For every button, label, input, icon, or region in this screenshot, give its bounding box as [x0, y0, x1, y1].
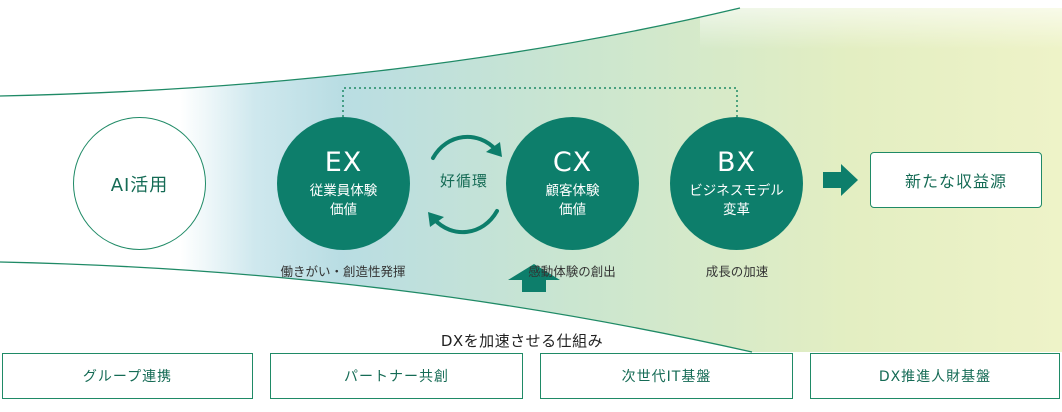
arrow-right-icon	[823, 164, 858, 196]
bx-line2: 変革	[723, 201, 750, 218]
pillar-label: グループ連携	[82, 369, 173, 385]
ex-circle: EX 従業員体験 価値	[277, 117, 410, 250]
bx-line1: ビジネスモデル	[689, 182, 784, 199]
cx-caption: 感動体験の創出	[528, 264, 616, 279]
mechanisms-label: DXを加速させる仕組み	[440, 332, 604, 350]
arrow-up-icon	[508, 264, 560, 292]
circular-arrows-icon	[431, 134, 499, 235]
pillar-label: パートナー共創	[344, 369, 449, 385]
funnel-top-edge	[0, 7, 741, 97]
bx-circle: BX ビジネスモデル 変革	[670, 117, 803, 250]
result-label: 新たな収益源	[904, 172, 1007, 191]
ex-caption: 働きがい・創造性発揮	[280, 264, 406, 279]
ex-line1: 従業員体験	[309, 182, 378, 199]
pillar-partner-cocreation: パートナー共創	[270, 353, 523, 399]
cycle-label: 好循環	[439, 172, 488, 190]
ex-abbr: EX	[324, 146, 363, 178]
funnel-bottom-edge	[0, 261, 753, 353]
pillar-group-collaboration: グループ連携	[2, 353, 253, 399]
pillar-label: DX推進人財基盤	[878, 369, 992, 385]
pillar-dx-talent: DX推進人財基盤	[810, 353, 1060, 399]
ai-circle-label: AI活用	[110, 174, 169, 196]
result-box: 新たな収益源	[870, 152, 1042, 208]
ex-line2: 価値	[330, 201, 357, 218]
cx-line1: 顧客体験	[545, 182, 600, 199]
dashed-connector	[342, 87, 738, 117]
cx-circle: CX 顧客体験 価値	[506, 117, 639, 250]
ai-circle: AI活用	[73, 117, 206, 250]
pillar-label: 次世代IT基盤	[621, 369, 712, 385]
bx-caption: 成長の加速	[705, 264, 769, 279]
pillar-next-gen-it: 次世代IT基盤	[540, 353, 793, 399]
bx-abbr: BX	[716, 146, 757, 178]
cx-abbr: CX	[552, 146, 593, 178]
cx-line2: 価値	[559, 201, 586, 218]
